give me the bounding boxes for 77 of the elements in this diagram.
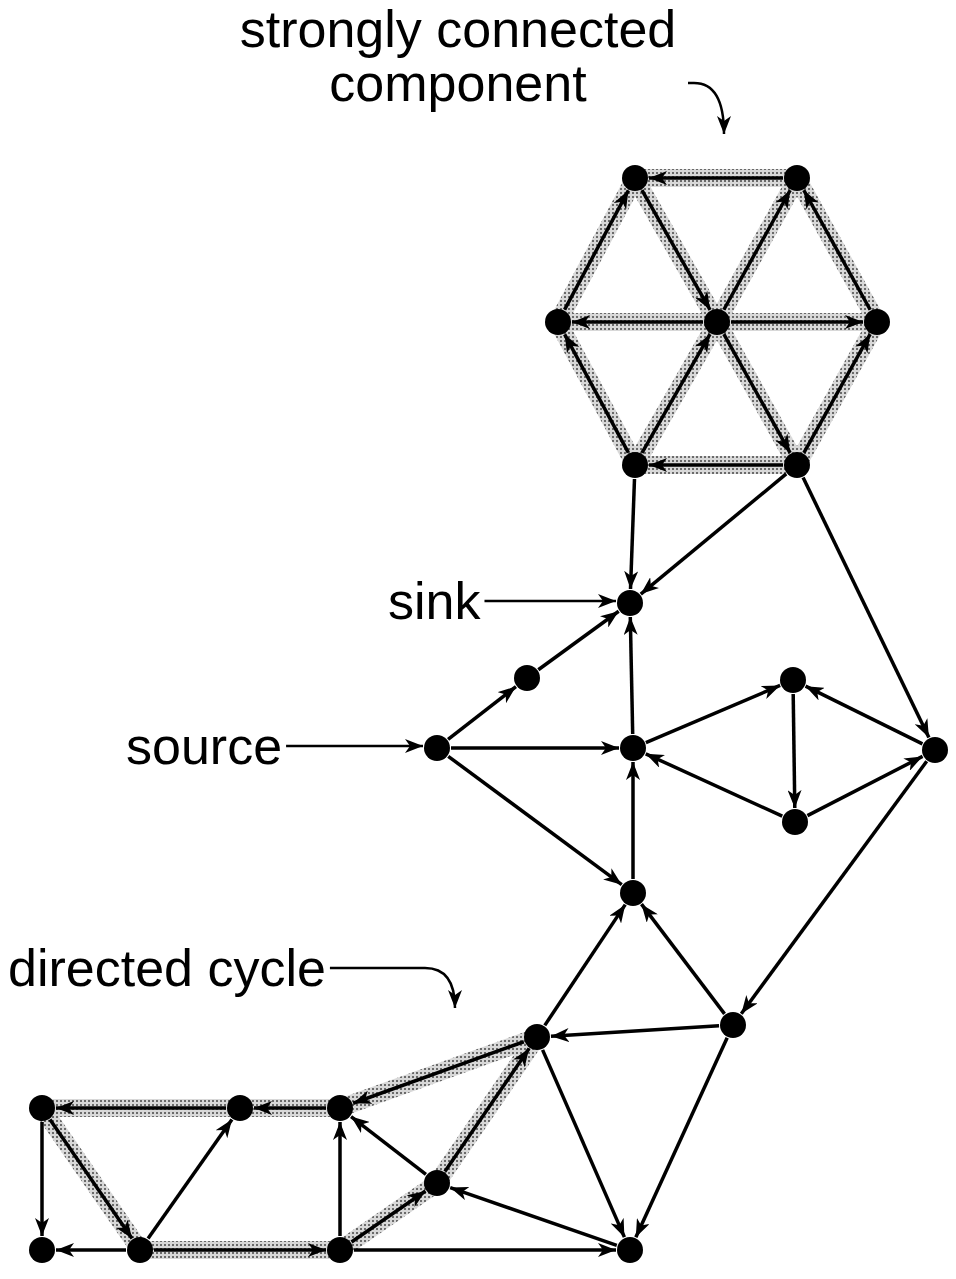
annotation-label: directed cycle <box>8 941 326 995</box>
leader-arrow <box>329 966 462 1009</box>
graph-vertex <box>524 1024 550 1050</box>
arrow <box>563 189 630 311</box>
arrow <box>446 685 518 741</box>
graph-vertex <box>617 590 643 616</box>
arrow <box>543 903 627 1027</box>
graph-vertex <box>29 1237 55 1263</box>
arrow <box>626 762 640 879</box>
arrow <box>254 1101 326 1115</box>
graph-vertex <box>617 1237 643 1263</box>
arrow <box>802 189 872 311</box>
annotation-label: source <box>126 719 283 773</box>
arrow <box>649 458 783 472</box>
arrow <box>550 1024 720 1043</box>
arrow <box>350 1189 427 1244</box>
leader-arrow <box>286 739 423 753</box>
graph-vertex <box>327 1237 353 1263</box>
arrow <box>443 1047 531 1173</box>
annotation-label: strongly connected component <box>232 2 684 110</box>
arrow <box>801 476 931 739</box>
graph-vertex <box>127 1237 153 1263</box>
graph-vertex <box>782 809 808 835</box>
arrow <box>623 616 638 735</box>
arrow <box>154 1243 326 1257</box>
graph-vertex <box>620 735 646 761</box>
graph-vertex <box>424 1170 450 1196</box>
annotation-label: sink <box>388 574 481 628</box>
graph-vertex <box>622 452 648 478</box>
arrow <box>352 1040 525 1105</box>
arrow <box>572 315 703 329</box>
graph-vertex <box>720 1012 746 1038</box>
graph-vertex <box>784 165 810 191</box>
arrow <box>804 684 924 746</box>
arrow <box>333 1122 347 1236</box>
arrow <box>48 1118 134 1240</box>
graph-vertex <box>327 1095 353 1121</box>
arrow <box>56 1101 226 1115</box>
arrow <box>56 1243 126 1257</box>
arrow <box>640 903 726 1015</box>
arrow <box>451 741 619 755</box>
arrow <box>806 754 924 818</box>
arrow <box>354 1243 616 1257</box>
graph-vertex <box>29 1095 55 1121</box>
arrow <box>350 1115 427 1176</box>
leader-arrow <box>688 81 731 135</box>
graph-vertex <box>922 737 948 763</box>
graph-vertex <box>514 665 540 691</box>
graph-vertex <box>620 880 646 906</box>
arrow <box>449 1185 618 1248</box>
arrow <box>640 189 712 311</box>
arrow <box>634 1037 729 1238</box>
arrow <box>802 333 872 454</box>
arrow <box>640 333 712 454</box>
arrow <box>787 693 802 809</box>
arrow <box>447 754 623 887</box>
graph-vertex <box>227 1095 253 1121</box>
arrow <box>35 1122 49 1236</box>
leader-arrow <box>484 594 616 608</box>
arrow <box>739 760 929 1015</box>
arrow <box>722 333 792 454</box>
arrow <box>645 752 783 818</box>
graph-vertex <box>545 309 571 335</box>
arrow <box>722 189 792 311</box>
arrow <box>645 683 781 745</box>
arrow <box>541 1049 626 1238</box>
graph-vertex <box>424 735 450 761</box>
graph-vertex <box>622 165 648 191</box>
arrow <box>649 171 783 185</box>
arrow <box>639 472 788 596</box>
graph-vertex <box>864 309 890 335</box>
arrow <box>563 333 630 454</box>
arrow <box>731 315 863 329</box>
graph-vertex <box>780 667 806 693</box>
arrow <box>146 1118 234 1240</box>
arrow <box>537 609 620 672</box>
arrow <box>624 478 639 590</box>
